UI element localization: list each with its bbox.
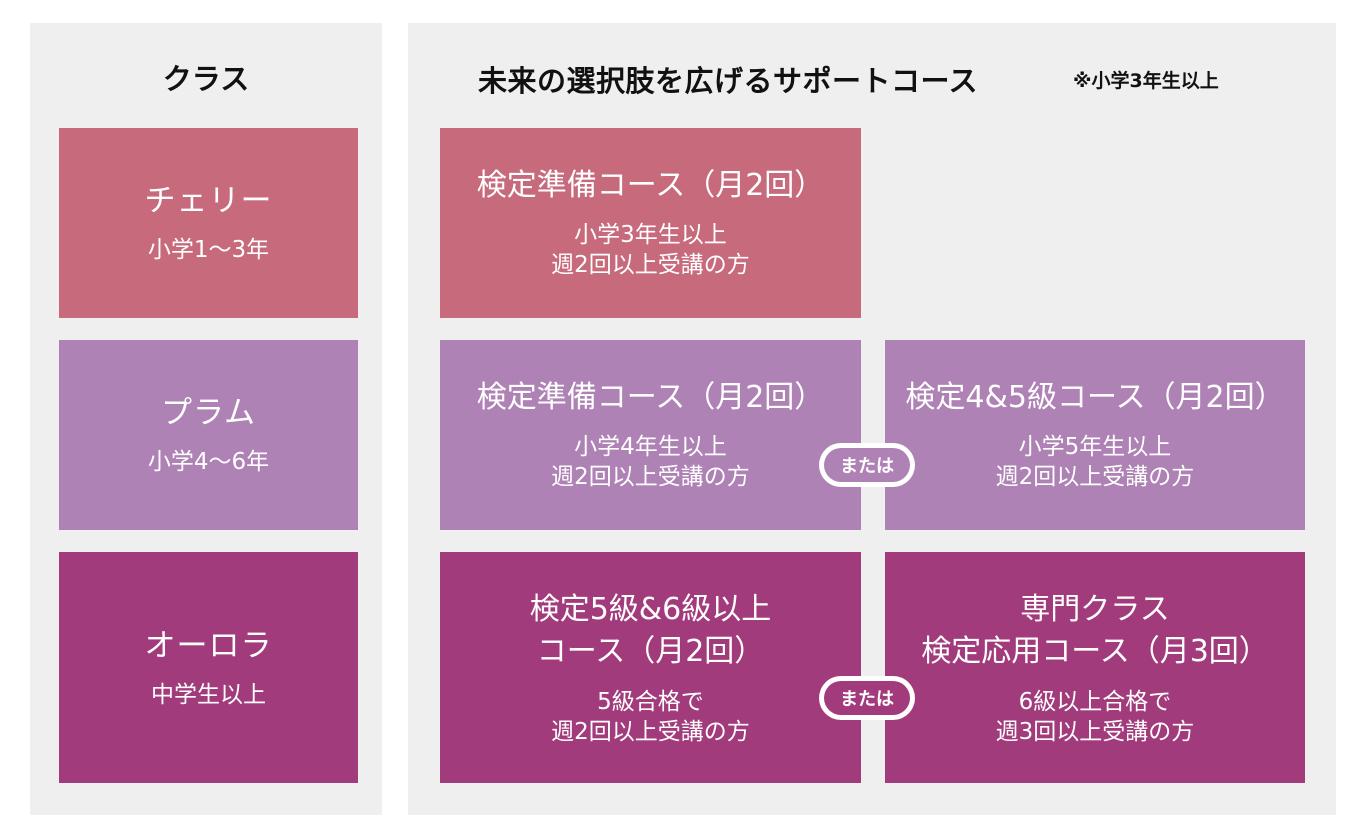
course-eligibility-line: 小学5年生以上 — [1018, 434, 1172, 460]
course-title: 検定4&5級コース（月2回） — [905, 380, 1285, 415]
class-box-aurora: オーロラ 中学生以上 — [59, 552, 358, 783]
class-box-cherry: チェリー 小学1〜3年 — [59, 128, 358, 318]
class-name: プラム — [160, 395, 257, 431]
course-eligibility-line: 小学3年生以上 — [574, 222, 727, 248]
course-title: 検定準備コース（月2回） — [476, 380, 825, 415]
course-eligibility-line: 週3回以上受講の方 — [995, 718, 1195, 745]
course-eligibility-line: 週2回以上受講の方 — [551, 252, 750, 278]
course-eligibility: 5級合格で 週2回以上受講の方 — [551, 687, 750, 747]
course-eligibility-line: 5級合格で — [597, 688, 704, 715]
class-column-heading: クラス — [162, 62, 250, 96]
course-box-plum-grade45: 検定4&5級コース（月2回） 小学5年生以上 週2回以上受講の方 — [885, 340, 1305, 530]
or-connector-label: または — [824, 681, 910, 715]
course-eligibility-line: 週2回以上受講の方 — [551, 464, 750, 490]
course-eligibility: 小学3年生以上 週2回以上受講の方 — [551, 220, 750, 280]
or-connector-plum: または — [819, 443, 915, 487]
course-eligibility-line: 週2回以上受講の方 — [551, 718, 750, 745]
course-box-aurora-advanced: 専門クラス 検定応用コース（月3回） 6級以上合格で 週3回以上受講の方 — [885, 552, 1305, 783]
support-course-heading: 未来の選択肢を広げるサポートコース — [478, 64, 979, 98]
course-title-line: 専門クラス — [1020, 591, 1170, 627]
course-title-line: 検定応用コース（月3回） — [921, 633, 1269, 669]
class-grade: 中学生以上 — [151, 681, 266, 708]
course-box-aurora-grade56: 検定5級&6級以上 コース（月2回） 5級合格で 週2回以上受講の方 — [440, 552, 861, 783]
course-eligibility: 小学5年生以上 週2回以上受講の方 — [996, 432, 1195, 492]
class-box-plum: プラム 小学4〜6年 — [59, 340, 358, 530]
course-title-line: 検定5級&6級以上 — [529, 591, 772, 627]
course-eligibility-line: 小学4年生以上 — [574, 434, 727, 460]
or-connector-label: または — [824, 448, 910, 482]
or-connector-aurora: または — [819, 676, 915, 720]
course-box-plum-prep: 検定準備コース（月2回） 小学4年生以上 週2回以上受講の方 — [440, 340, 861, 530]
course-eligibility: 小学4年生以上 週2回以上受講の方 — [551, 432, 750, 492]
course-box-cherry-prep: 検定準備コース（月2回） 小学3年生以上 週2回以上受講の方 — [440, 128, 861, 318]
support-course-note: ※小学3年生以上 — [1073, 70, 1219, 92]
course-eligibility-line: 週2回以上受講の方 — [995, 464, 1195, 490]
class-grade: 小学4〜6年 — [147, 449, 270, 475]
course-eligibility-line: 6級以上合格で — [1018, 688, 1172, 715]
class-grade: 小学1〜3年 — [147, 237, 270, 263]
class-name: オーロラ — [144, 627, 273, 664]
course-title: 検定準備コース（月2回） — [476, 168, 825, 203]
class-name: チェリー — [144, 183, 273, 219]
course-eligibility: 6級以上合格で 週3回以上受講の方 — [996, 687, 1195, 747]
course-title-line: コース（月2回） — [536, 633, 765, 669]
